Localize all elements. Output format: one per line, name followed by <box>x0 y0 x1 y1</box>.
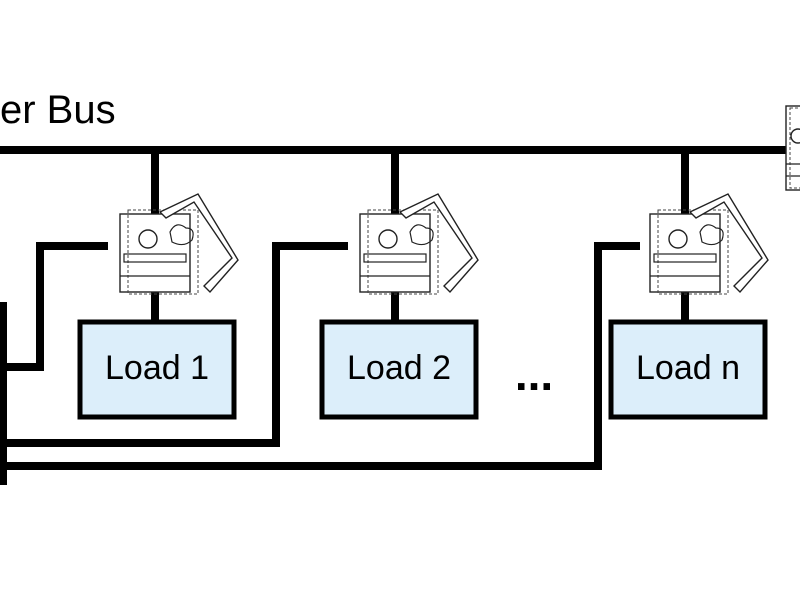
breaker-icon-1 <box>119 193 239 295</box>
breaker-icon-edge <box>785 105 800 191</box>
bus-label: er Bus <box>0 88 116 132</box>
control-line-1 <box>3 242 108 371</box>
load-box-2: Load 2 <box>319 319 479 420</box>
control-line-n <box>3 242 640 470</box>
control-line-2 <box>3 242 348 447</box>
load-box-n: Load n <box>608 319 768 420</box>
load-label-1: Load 1 <box>105 349 209 387</box>
load-label-n: Load n <box>636 349 740 387</box>
load-box-1: Load 1 <box>77 319 237 420</box>
ellipsis-label: ... <box>515 348 553 400</box>
breaker-icon-2 <box>359 193 479 295</box>
load-label-2: Load 2 <box>347 349 451 387</box>
breaker-icon-n <box>649 193 769 295</box>
